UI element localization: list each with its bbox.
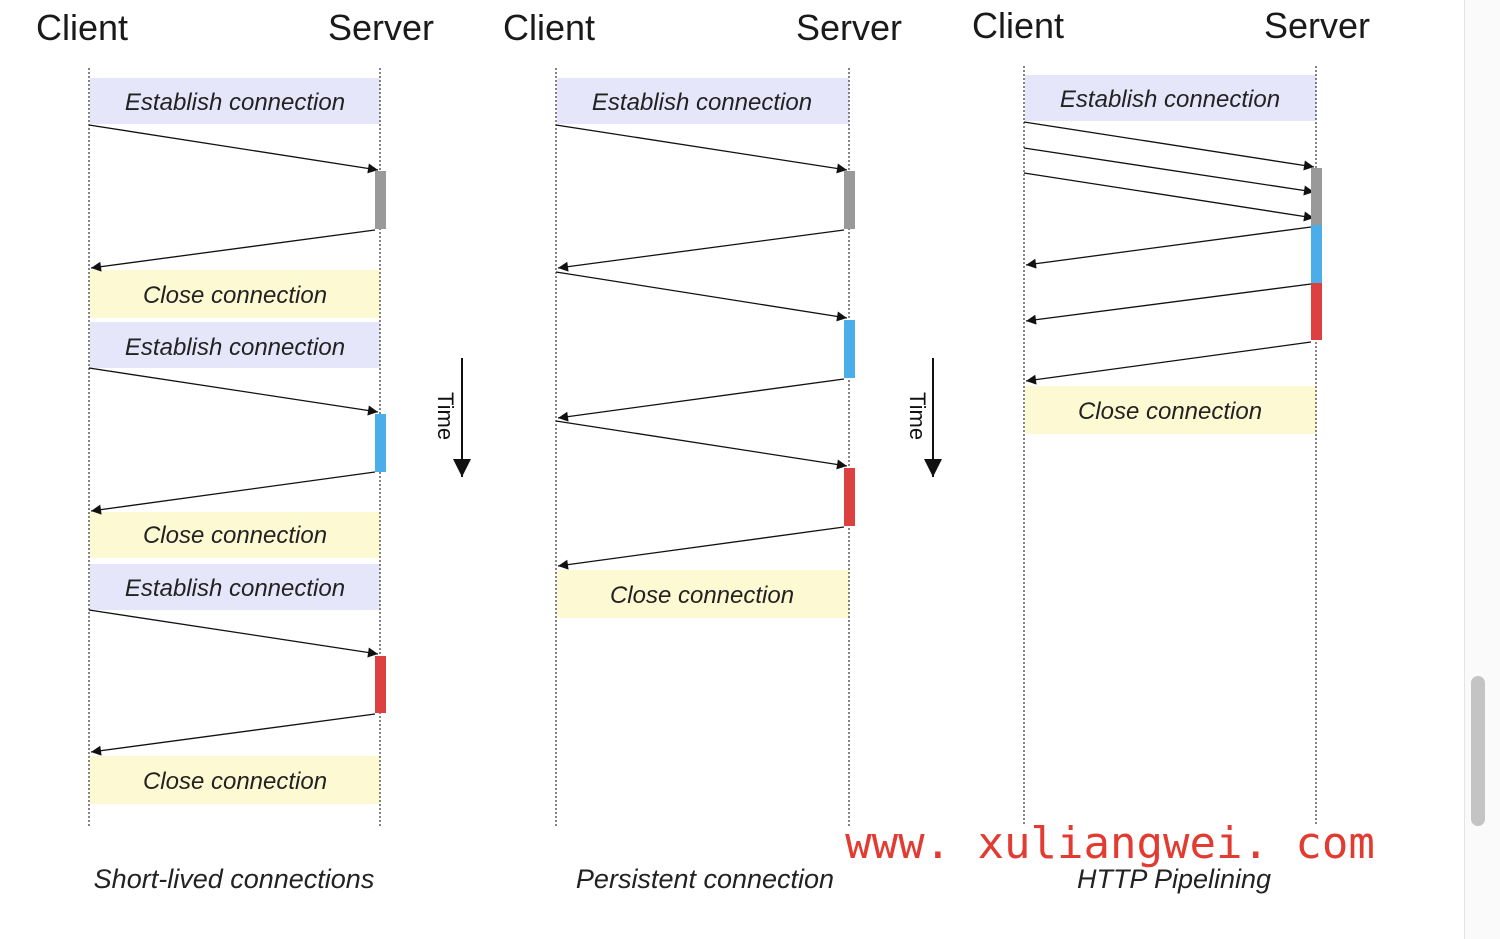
request-arrow	[555, 124, 848, 174]
server-processing-bar	[1311, 168, 1322, 225]
diagram-caption: HTTP Pipelining	[1077, 864, 1271, 894]
close-band	[90, 512, 380, 558]
close-band	[90, 270, 380, 318]
watermark: www. xuliangwei. com	[845, 818, 1375, 869]
scrollbar-thumb[interactable]	[1471, 676, 1485, 826]
close-band	[1025, 386, 1316, 434]
server-processing-bar	[844, 320, 855, 378]
establish-band	[90, 564, 380, 610]
request-arrow	[1023, 121, 1315, 171]
server-processing-bar	[375, 656, 386, 713]
establish-band-label: Establish connection	[1060, 86, 1280, 113]
establish-band	[90, 78, 380, 124]
close-band	[90, 756, 380, 804]
establish-band	[1025, 75, 1316, 121]
diagram-caption: Short-lived connections	[94, 864, 375, 894]
request-arrow	[88, 124, 379, 174]
time-label: Time	[433, 392, 458, 440]
response-arrow	[1025, 226, 1312, 269]
close-band-label: Close connection	[610, 582, 794, 609]
persistent-diagram: Client Server Establish connection Close…	[503, 7, 902, 894]
close-band-label: Close connection	[143, 768, 327, 795]
establish-band-label: Establish connection	[125, 89, 345, 116]
server-processing-bar	[1311, 225, 1322, 283]
request-arrow	[88, 609, 379, 658]
establish-band	[90, 322, 380, 368]
close-band-label: Close connection	[143, 522, 327, 549]
short-lived-diagram: Client Server Establish connection Close…	[36, 7, 434, 894]
request-arrow	[88, 367, 379, 416]
time-arrow: Time	[905, 358, 942, 477]
response-arrow	[90, 713, 376, 756]
server-processing-bar	[375, 171, 386, 229]
response-arrow	[557, 378, 845, 422]
response-arrow	[557, 526, 845, 570]
establish-band-label: Establish connection	[125, 575, 345, 602]
close-band	[557, 570, 849, 618]
request-arrow	[1023, 147, 1315, 196]
request-arrow	[555, 271, 848, 322]
response-arrow	[1025, 341, 1312, 385]
response-arrow	[557, 229, 845, 272]
server-processing-bar	[844, 171, 855, 229]
request-arrow	[555, 420, 848, 470]
time-arrow: Time	[433, 358, 471, 477]
server-header: Server	[328, 7, 434, 48]
client-header: Client	[972, 5, 1064, 46]
response-arrow	[90, 229, 376, 272]
close-band-label: Close connection	[143, 282, 327, 309]
server-processing-bar	[375, 414, 386, 472]
server-processing-bar	[1311, 283, 1322, 340]
establish-band	[557, 78, 849, 124]
response-arrow	[90, 471, 376, 515]
time-label: Time	[905, 392, 930, 440]
establish-band-label: Establish connection	[592, 89, 812, 116]
establish-band-label: Establish connection	[125, 334, 345, 361]
client-header: Client	[36, 7, 128, 48]
server-header: Server	[796, 7, 902, 48]
client-header: Client	[503, 7, 595, 48]
request-arrow	[1023, 172, 1315, 222]
close-band-label: Close connection	[1078, 398, 1262, 425]
response-arrow	[1025, 283, 1312, 325]
server-header: Server	[1264, 5, 1370, 46]
server-processing-bar	[844, 468, 855, 526]
diagram-caption: Persistent connection	[576, 864, 834, 894]
pipelining-diagram: Client Server Establish connection Close…	[972, 5, 1370, 894]
